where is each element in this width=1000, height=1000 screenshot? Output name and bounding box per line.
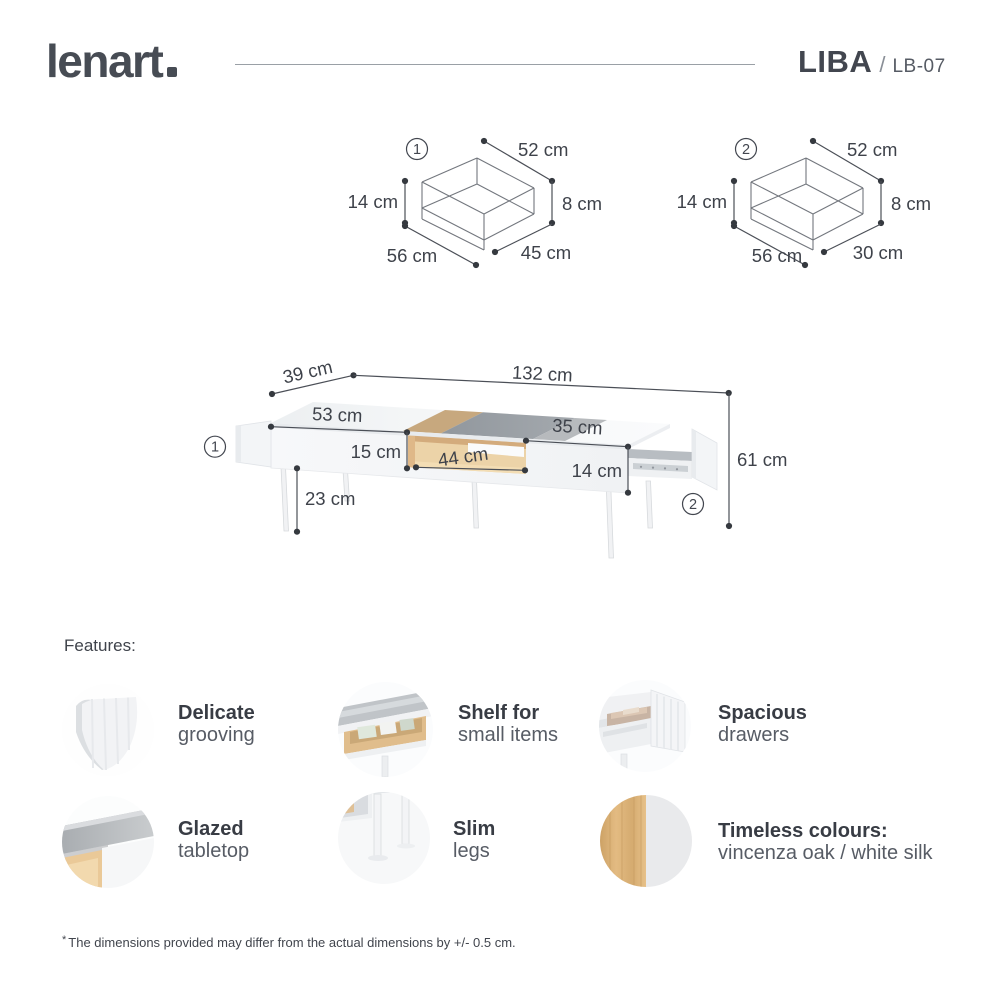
tabletop-oak-strip <box>403 410 483 434</box>
dim-width-132: 132 cm <box>512 361 574 385</box>
header-divider <box>235 64 755 65</box>
table-badge-1-number: 1 <box>211 440 219 456</box>
glazed-top-icon <box>62 796 154 888</box>
drawer-1-wireframe <box>421 157 535 251</box>
feature-item-drawers: Spacious drawers <box>718 702 807 746</box>
dim-drawer-height-14: 14 cm <box>572 460 622 481</box>
shelf-icon <box>338 682 433 777</box>
open-drawer-icon <box>599 680 691 772</box>
swatch-vincenza-oak <box>600 795 646 887</box>
drawer-1-dim-front-height: 14 cm <box>348 191 398 212</box>
feature-title: Shelf for <box>458 702 540 724</box>
drawer-2-badge-icon <box>734 137 758 161</box>
feature-subtitle: drawers <box>718 724 790 746</box>
feature-title: Timeless colours: <box>718 820 888 842</box>
drawer-2-dim-front-height: 14 cm <box>677 191 727 212</box>
swatch-white-silk <box>646 795 692 887</box>
tabletop <box>271 402 670 449</box>
table-legs <box>280 466 653 559</box>
footnote-text: The dimensions provided may differ from … <box>68 935 516 950</box>
table-badge-2-number: 2 <box>689 497 697 513</box>
product-code: LB-07 <box>892 56 946 77</box>
table-open-niche <box>408 435 526 474</box>
table-badge-1-icon <box>203 435 227 458</box>
dim-niche-height-15: 15 cm <box>351 441 401 462</box>
drawer-2-dim-depth: 56 cm <box>752 245 802 266</box>
table-badge-2-icon <box>681 492 705 516</box>
drawer-1-diagram: 1 52 cm 14 cm 8 cm 56 cm 45 cm <box>348 137 602 269</box>
feature-title: Spacious <box>718 702 807 724</box>
dim-right-top-35: 35 cm <box>552 415 604 439</box>
product-title-separator: / <box>879 52 886 77</box>
drawer-1-dim-width: 52 cm <box>518 139 568 160</box>
colour-swatch-icon <box>600 795 692 887</box>
footnote-asterisk: * <box>62 934 67 946</box>
feature-title: Delicate <box>178 702 255 724</box>
left-drawer-panel <box>235 420 272 468</box>
drawer-2-diagram: 2 52 cm 14 cm 8 cm 56 cm 30 cm <box>677 137 931 269</box>
product-name: LIBA <box>798 44 873 79</box>
dimensions-disclaimer: *The dimensions provided may differ from… <box>62 934 516 950</box>
right-drawer-rail <box>633 463 688 472</box>
feature-subtitle: vincenza oak / white silk <box>718 842 933 864</box>
dim-leg-clearance-23: 23 cm <box>305 488 355 509</box>
table-left-drawer <box>235 420 272 468</box>
dim-depth-39: 39 cm <box>281 356 335 388</box>
feature-title: Slim <box>453 818 496 840</box>
drawer-2-dim-side-height: 8 cm <box>891 193 931 214</box>
feature-item-grooving: Delicate grooving <box>178 702 255 746</box>
feature-subtitle: grooving <box>178 724 255 746</box>
table-dimensions: 39 cm 132 cm 61 cm 53 cm 15 cm 44 cm 35 … <box>267 356 787 535</box>
product-title: LIBA / LB-07 <box>798 44 946 80</box>
feature-item-shelf: Shelf for small items <box>458 702 558 746</box>
drawer-1-dim-depth: 56 cm <box>387 245 437 266</box>
feature-subtitle: legs <box>453 840 490 862</box>
drawer-2-badge-number: 2 <box>742 142 750 158</box>
tabletop-glazed-section <box>441 412 575 439</box>
dim-left-top-53: 53 cm <box>312 403 363 426</box>
table-right-drawer <box>628 428 718 491</box>
feature-item-legs: Slim legs <box>453 818 495 862</box>
drawer-2-dim-inner-depth: 30 cm <box>853 242 903 263</box>
drawer-2-wireframe <box>750 157 864 251</box>
feature-subtitle: tabletop <box>178 840 250 862</box>
feature-subtitle: small items <box>458 724 559 746</box>
features-heading: Features: <box>64 636 136 655</box>
dim-height-61: 61 cm <box>737 449 787 470</box>
feature-item-colours: Timeless colours: vincenza oak / white s… <box>718 820 933 864</box>
feature-item-glazed: Glazed tabletop <box>178 818 249 862</box>
brand-logo-dot <box>167 67 178 77</box>
table-diagram: 39 cm 132 cm 61 cm 53 cm 15 cm 44 cm 35 … <box>203 356 787 559</box>
brand-logo-text: lenart <box>46 35 164 87</box>
drawer-1-badge-number: 1 <box>413 142 421 158</box>
brand-logo: lenart <box>46 35 178 87</box>
slim-legs-icon <box>338 792 430 884</box>
drawer-1-dim-side-height: 8 cm <box>562 193 602 214</box>
drawer-1-dim-inner-depth: 45 cm <box>521 242 571 263</box>
drawer-2-dim-width: 52 cm <box>847 139 897 160</box>
feature-title: Glazed <box>178 818 244 840</box>
grooved-panel-icon <box>62 684 154 776</box>
drawer-1-badge-icon <box>405 137 429 161</box>
